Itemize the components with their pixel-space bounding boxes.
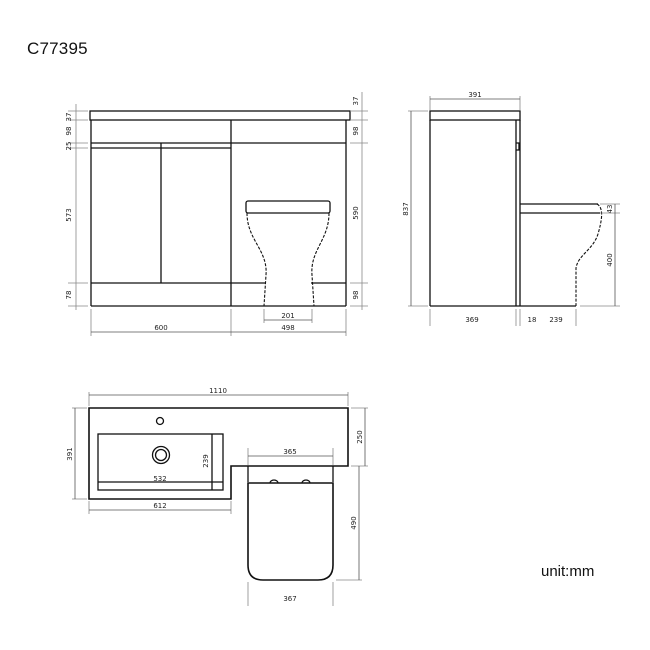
dim-toilet-recess-depth: 250 (356, 430, 364, 443)
drain-icon (151, 445, 171, 465)
dim-side-top-depth: 391 (468, 91, 481, 99)
dim-basin-inner-width: 532 (153, 475, 166, 483)
unit-label: unit:mm (541, 563, 595, 580)
dim-middle-right: 590 (352, 206, 360, 219)
dim-top-slab-left: 37 (65, 113, 73, 122)
dim-top-slab-right: 37 (352, 97, 360, 106)
dim-toilet-length: 490 (350, 516, 358, 529)
product-code: C77395 (27, 39, 88, 58)
side-view: 391 837 369 18 239 43 400 (402, 91, 620, 326)
dim-basin-unit-width-top: 612 (153, 502, 166, 510)
dim-drawer-left: 98 (65, 127, 73, 136)
dim-toilet-foot: 201 (281, 312, 294, 320)
front-view: 37 98 25 573 78 37 98 590 98 600 498 201 (65, 92, 368, 336)
dim-basin-inner-depth: 239 (202, 454, 210, 467)
dim-seat-height: 400 (606, 253, 614, 266)
tap-hole-icon (155, 416, 165, 426)
dim-top-depth: 391 (66, 447, 74, 460)
dim-basin-unit-width: 600 (154, 324, 167, 332)
dim-panel-right: 98 (352, 127, 360, 136)
dim-toilet-projection: 239 (549, 316, 562, 324)
dim-doors-left: 573 (65, 208, 73, 221)
dim-seat-thickness: 43 (606, 205, 614, 214)
dim-gap-left: 25 (65, 142, 73, 151)
dim-plinth-left: 78 (65, 291, 73, 300)
dim-toilet-seat-width: 365 (283, 448, 296, 456)
top-view: 532 239 1110 391 612 250 (66, 387, 368, 606)
dim-plinth-right: 98 (352, 291, 360, 300)
dim-side-gap: 18 (528, 316, 537, 324)
dim-side-unit-depth: 369 (465, 316, 478, 324)
toilet-front-outline (245, 200, 331, 307)
dim-toilet-width: 367 (283, 595, 296, 603)
dim-toilet-unit-width: 498 (281, 324, 294, 332)
dim-side-height: 837 (402, 202, 410, 215)
dim-total-width: 1110 (209, 387, 227, 395)
toilet-top-outline (247, 466, 334, 581)
